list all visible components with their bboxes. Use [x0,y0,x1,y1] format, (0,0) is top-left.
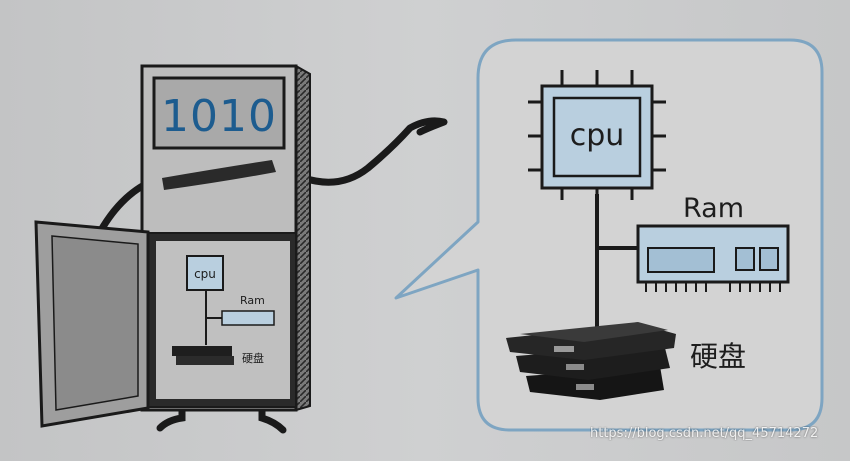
cpu-chip: cpu [528,70,666,200]
server-display [152,76,286,150]
ram-chip-3 [759,247,779,271]
disk-label: 硬盘 [690,340,746,373]
callout-frame [394,38,824,432]
cpu-label: cpu [570,118,625,153]
hard-disk-stack: 硬盘 [506,322,746,400]
inner-ram-label: Ram [240,294,265,307]
disk-top [506,322,676,360]
cpu-die [552,96,642,178]
inner-disk-label: 硬盘 [242,351,264,365]
inner-cpu-chip [186,255,224,291]
inner-ram-stick [221,310,275,326]
watermark: https://blog.csdn.net/qq_45714272 [590,426,819,441]
callout-components: cpu Ram [506,70,790,400]
display-text: 1010 [161,91,277,142]
ram-label: Ram [683,193,744,224]
inner-disk-2 [176,356,234,365]
ram-chip-1 [647,247,715,273]
inner-components: cpu Ram 硬盘 [172,255,275,365]
left-arm [96,181,148,236]
cabinet-side [295,64,311,412]
right-arm [300,117,448,186]
mouth-slot [162,160,276,190]
server-character: 1010 cpu Ram 硬盘 [34,64,448,434]
ram-stick: Ram [636,193,790,292]
right-leg [258,396,287,434]
inner-disk-1 [172,346,232,356]
inner-cpu-label: cpu [194,267,216,281]
door-panel [51,235,139,411]
ram-chip-2 [735,247,755,271]
callout-bubble [394,38,824,432]
left-leg [156,396,186,432]
